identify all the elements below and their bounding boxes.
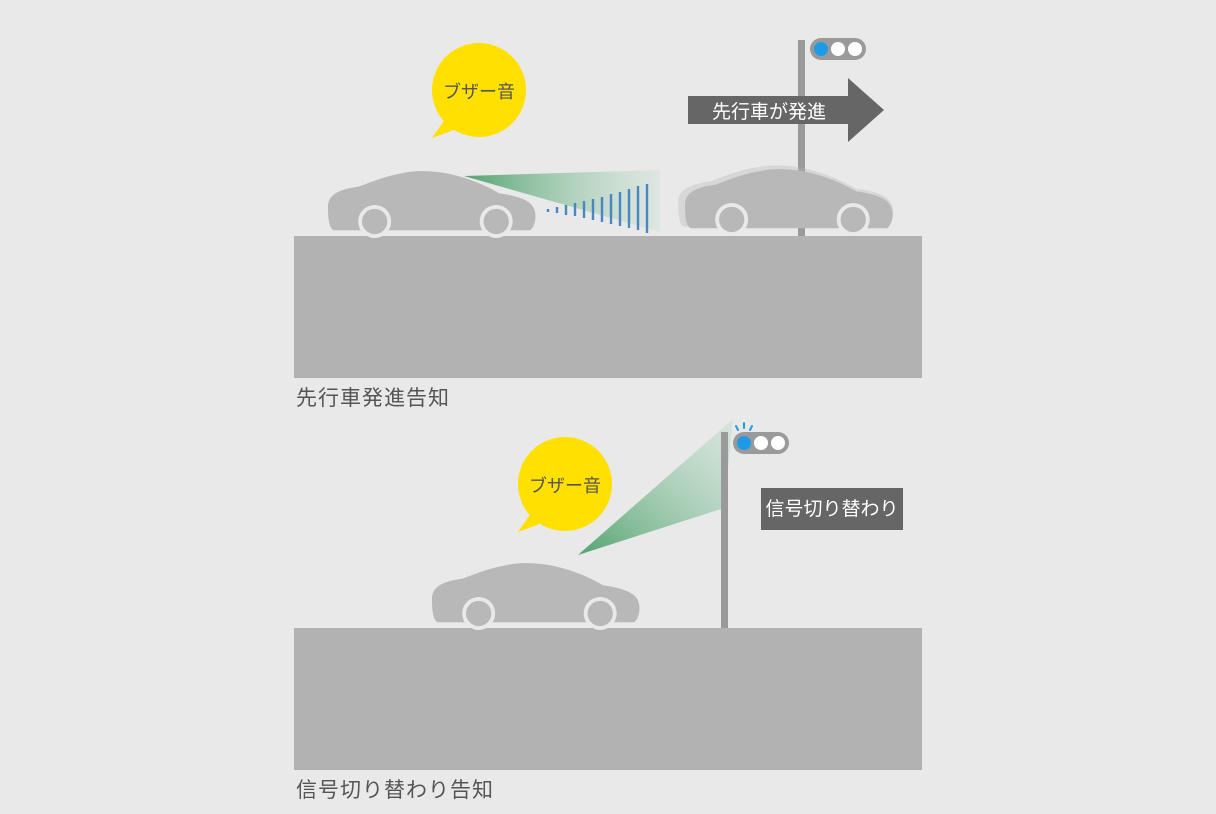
traffic-light-icon [733,422,789,454]
traffic-light-icon [810,38,866,60]
buzzer-bubble: ブザー音 [518,437,612,532]
scene-caption: 先行車発進告知 [296,386,450,410]
signal-flash-icon [735,422,753,431]
scene-lead-car-start: 先行車が発進 ブザー音 [294,38,922,378]
road [294,236,922,378]
signal-pole [721,432,728,628]
own-car [432,563,640,630]
buzzer-label: ブザー音 [443,81,515,103]
road [294,628,922,770]
buzzer-label: ブザー音 [529,475,601,497]
signal-pole [798,40,805,236]
buzzer-bubble: ブザー音 [432,43,526,138]
arrow-sign-label: 先行車が発進 [712,101,826,123]
lead-car [678,165,894,236]
scene-signal-change: 信号切り替わり ブザー音 [294,419,922,770]
signal-sign-label: 信号切り替わり [765,498,898,520]
signal-change-sign: 信号切り替わり [761,488,903,530]
lead-car-start-arrow: 先行車が発進 [688,78,884,142]
sonar-lines [546,184,649,233]
scene-caption: 信号切り替わり告知 [296,778,494,802]
sensor-beam [578,419,733,555]
